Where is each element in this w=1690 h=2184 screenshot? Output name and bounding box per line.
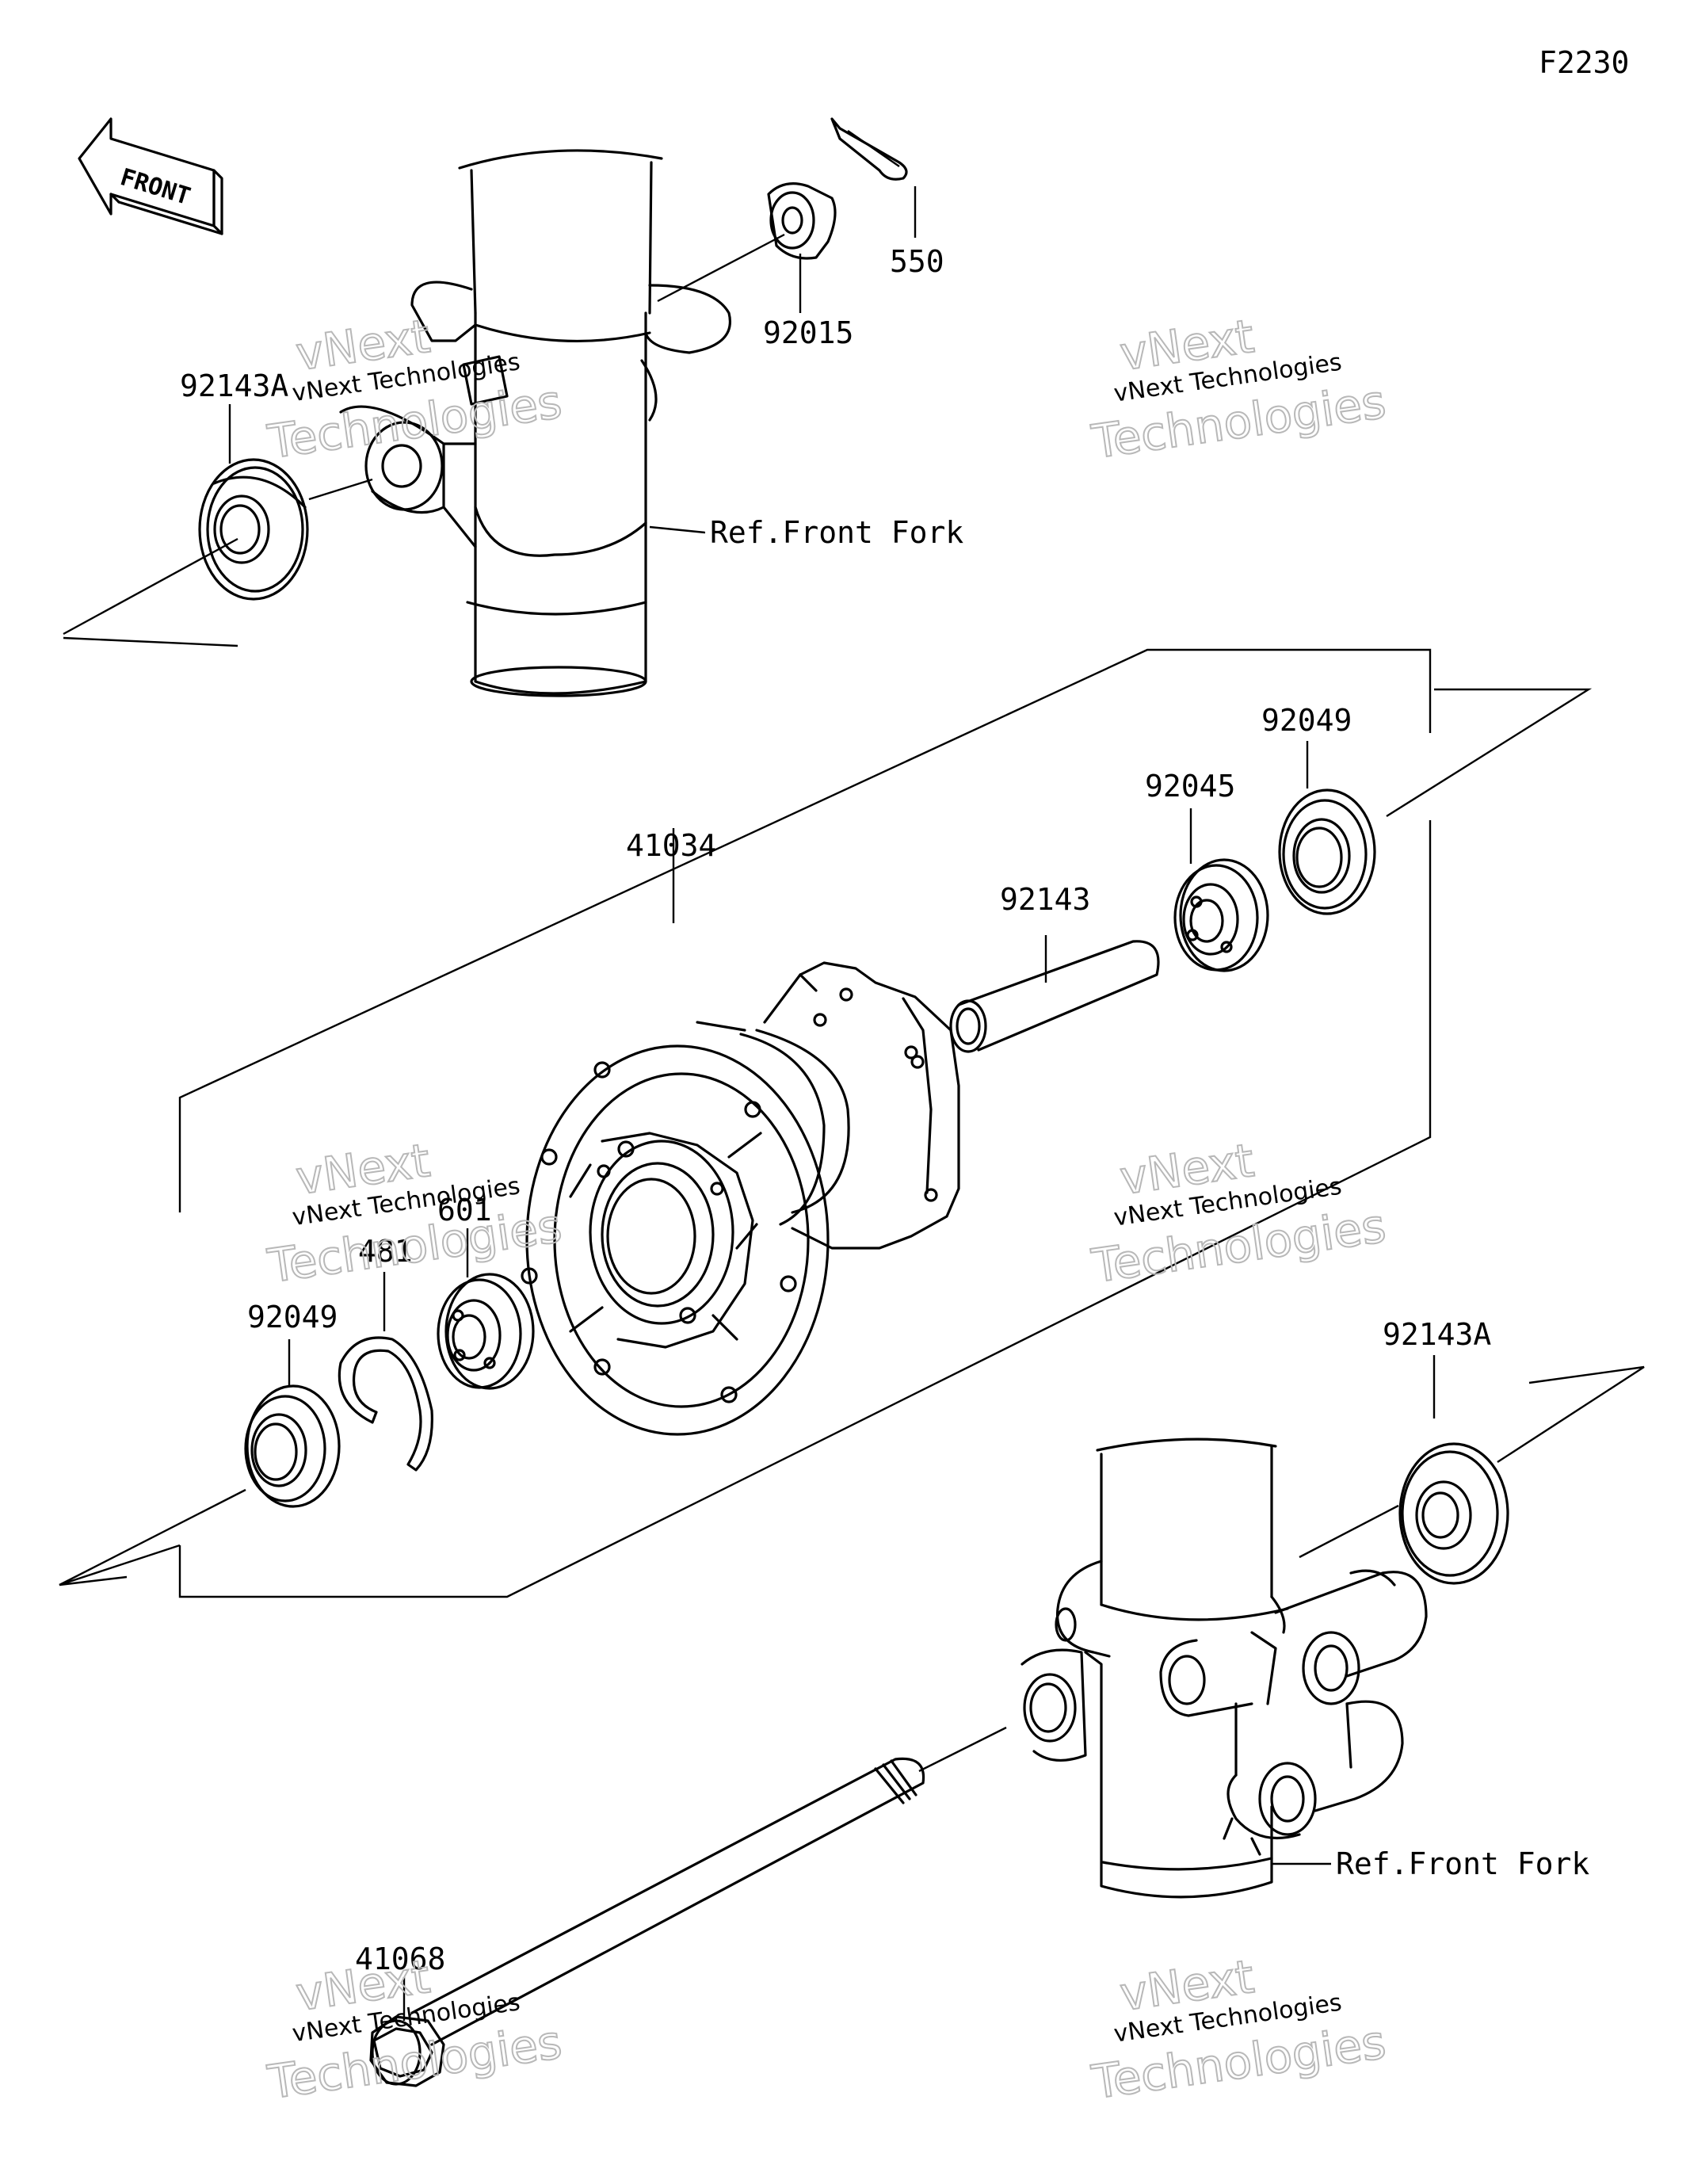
axle-centerline-right	[1386, 688, 1593, 818]
diagram-code: F2230	[1539, 45, 1629, 80]
part-label-92015: 92015	[763, 315, 853, 350]
upper-front-fork	[339, 149, 731, 697]
axle-centerline-lower-right	[1497, 1365, 1645, 1464]
assembly-frame-bottom	[178, 820, 1432, 1598]
cotter-pin-550	[830, 117, 917, 238]
axle-line-left	[59, 1488, 246, 1586]
part-label-481: 481	[358, 1234, 413, 1269]
part-label-550: 550	[890, 244, 944, 279]
axle-frame-top	[63, 636, 238, 647]
seal-92049-left	[244, 1339, 341, 1508]
ref-label-lower-fork: Ref.Front Fork	[1336, 1846, 1589, 1881]
axle-41068	[369, 1726, 1007, 2087]
part-label-92045: 92045	[1145, 769, 1235, 804]
axle-centerline-top	[63, 537, 238, 636]
bearing-601	[437, 1228, 535, 1390]
collar-92143A-top	[198, 404, 373, 601]
axle-line-lower	[1299, 1504, 1399, 1559]
front-arrow-icon: FRONT	[78, 117, 223, 235]
watermark-3: vNext vNext Technologies Technologies	[264, 1132, 566, 1294]
lower-front-fork	[1020, 1438, 1428, 1899]
assembly-frame-top	[178, 648, 1432, 1212]
circlip-481	[338, 1272, 433, 1472]
watermark-5: vNext vNext Technologies Technologies	[264, 1949, 566, 2110]
part-label-92143: 92143	[1000, 882, 1090, 917]
watermark-4: vNext vNext Technologies Technologies	[1088, 1132, 1390, 1294]
part-label-92049-left: 92049	[247, 1300, 338, 1334]
nut-92015	[657, 182, 837, 313]
part-label-92143A-top: 92143A	[180, 368, 288, 403]
axle-centerline-left	[59, 1544, 181, 1586]
part-label-41034: 41034	[626, 828, 716, 863]
watermark-1: vNext vNext Technologies Technologies	[264, 308, 566, 470]
part-label-601: 601	[437, 1193, 492, 1228]
bearing-92045	[1173, 808, 1269, 972]
spacer-92143	[949, 935, 1160, 1053]
part-label-41068: 41068	[355, 1942, 445, 1976]
part-label-92143A-bottom: 92143A	[1383, 1317, 1491, 1352]
watermark-6: vNext vNext Technologies Technologies	[1088, 1949, 1390, 2110]
watermark-2: vNext vNext Technologies Technologies	[1088, 308, 1390, 470]
collar-92143A-bottom	[1398, 1355, 1509, 1585]
front-hub-41034	[521, 961, 960, 1436]
part-label-92049-right: 92049	[1261, 703, 1352, 738]
seal-92049-right	[1278, 741, 1376, 915]
ref-label-upper-fork: Ref.Front Fork	[710, 515, 963, 550]
